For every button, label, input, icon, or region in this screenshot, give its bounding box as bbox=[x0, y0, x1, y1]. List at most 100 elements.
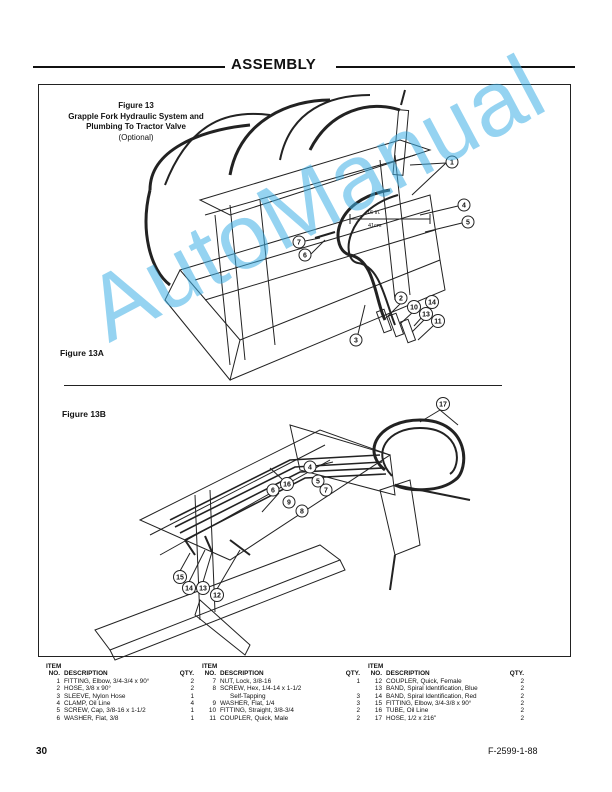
part-description: FITTING, Elbow, 3/4-3/8 x 90° bbox=[386, 699, 472, 707]
callout-17: 17 bbox=[419, 397, 459, 426]
part-quantity: 1 bbox=[190, 692, 194, 700]
callout-13: 13 bbox=[411, 307, 433, 333]
callout-14b-text: 14 bbox=[185, 586, 193, 593]
part-description: SCREW, Cap, 3/8-16 x 1-1/2 bbox=[64, 707, 146, 715]
callout-14-text: 14 bbox=[428, 300, 436, 307]
part-number: 5 bbox=[56, 707, 60, 715]
callout-3-text: 3 bbox=[354, 338, 358, 345]
part-description: BAND, Spiral Identification, Red bbox=[386, 692, 477, 700]
callout-6b: 6 bbox=[261, 483, 280, 513]
part-description: WASHER, Flat, 1/4 bbox=[220, 699, 275, 707]
callout-15: 15 bbox=[173, 552, 191, 584]
part-description: HOSE, 1/2 x 216" bbox=[386, 714, 437, 722]
description-header: DESCRIPTION bbox=[220, 670, 264, 678]
callout-13-text: 13 bbox=[422, 312, 430, 319]
parts-row: 14 BAND, Spiral Identification, Red 2 bbox=[368, 693, 524, 700]
parts-row: 9 WASHER, Flat, 1/4 3 bbox=[202, 700, 360, 707]
part-number: 4 bbox=[56, 699, 60, 707]
part-number: 13 bbox=[374, 685, 382, 693]
callout-12: 12 bbox=[210, 549, 241, 602]
callout-14b: 14 bbox=[182, 549, 206, 595]
callout-5b-text: 5 bbox=[316, 479, 320, 486]
part-number: 11 bbox=[209, 714, 216, 722]
parts-row: 17 HOSE, 1/2 x 216" 2 bbox=[368, 715, 524, 722]
no-header: NO. bbox=[48, 670, 60, 678]
part-number: 2 bbox=[56, 685, 60, 693]
callout-16: 16 bbox=[269, 467, 294, 491]
part-number: 8 bbox=[212, 685, 216, 693]
callout-13b: 13 bbox=[196, 551, 213, 595]
callout-9b: 9 bbox=[282, 495, 296, 509]
callout-13b-text: 13 bbox=[199, 586, 207, 593]
part-description: TUBE, Oil Line bbox=[386, 707, 429, 715]
callout-7b: 7 bbox=[319, 483, 333, 497]
callout-1: 1 bbox=[409, 155, 459, 196]
part-description: COUPLER, Quick, Female bbox=[386, 677, 462, 685]
callout-3: 3 bbox=[349, 304, 366, 347]
grapple-fork-bucket bbox=[144, 89, 446, 382]
callout-5: 5 bbox=[424, 215, 475, 233]
dimension-inches: 16 in. bbox=[367, 210, 381, 216]
part-number: 6 bbox=[56, 714, 60, 722]
part-number: 17 bbox=[374, 714, 382, 722]
document-code: F-2599-1-88 bbox=[488, 746, 538, 756]
part-quantity: 3 bbox=[356, 692, 360, 700]
callout-7b-text: 7 bbox=[324, 488, 328, 495]
part-description: FITTING, Elbow, 3/4-3/4 x 90° bbox=[64, 677, 150, 685]
callout-10: 10 bbox=[399, 300, 421, 325]
part-quantity: 2 bbox=[520, 714, 524, 722]
callout-8b: 8 bbox=[295, 504, 309, 518]
qty-header: QTY. bbox=[179, 670, 194, 678]
part-quantity: 2 bbox=[520, 692, 524, 700]
part-quantity: 3 bbox=[356, 699, 360, 707]
part-quantity: 2 bbox=[520, 685, 524, 693]
callout-16-text: 16 bbox=[283, 482, 291, 489]
no-header: NO. bbox=[370, 670, 382, 678]
callout-1-text: 1 bbox=[450, 160, 454, 167]
callout-4b-text: 4 bbox=[308, 465, 312, 472]
part-description: NUT, Lock, 3/8-16 bbox=[220, 677, 272, 685]
part-number: 1 bbox=[56, 677, 60, 685]
callout-17-text: 17 bbox=[439, 402, 447, 409]
figure-number: Figure 13 bbox=[118, 101, 154, 110]
part-description: FITTING, Straight, 3/8-3/4 bbox=[220, 707, 294, 715]
part-number: 9 bbox=[212, 699, 216, 707]
part-number: 3 bbox=[56, 692, 60, 700]
callout-6-text: 6 bbox=[303, 253, 307, 260]
figure-frame bbox=[38, 84, 571, 657]
part-description: COUPLER, Quick, Male bbox=[220, 714, 289, 722]
part-quantity: 2 bbox=[356, 707, 360, 715]
part-description: BAND, Spiral Identification, Blue bbox=[386, 685, 478, 693]
figure-title-line2: Plumbing To Tractor Valve bbox=[86, 122, 186, 131]
description-header: DESCRIPTION bbox=[386, 670, 430, 678]
callout-4b: 4 bbox=[303, 460, 334, 474]
loader-frame bbox=[94, 418, 471, 661]
figure-title-line1: Grapple Fork Hydraulic System and bbox=[68, 111, 204, 121]
part-number: 14 bbox=[374, 692, 382, 700]
part-quantity: 1 bbox=[190, 714, 194, 722]
figure-13b-callouts: 17 4 5 16 7 6 9 8 bbox=[173, 397, 459, 602]
callout-11: 11 bbox=[417, 314, 445, 341]
part-quantity: 2 bbox=[190, 685, 194, 693]
section-title: ASSEMBLY bbox=[231, 56, 317, 73]
callout-11-text: 11 bbox=[434, 319, 442, 326]
callout-4-text: 4 bbox=[462, 203, 466, 210]
figure-13a-callouts: 1 4 5 7 6 2 10 bbox=[292, 155, 475, 347]
callout-8b-text: 8 bbox=[300, 509, 304, 516]
figure-divider bbox=[64, 385, 502, 387]
callout-15-text: 15 bbox=[176, 575, 184, 582]
figure-13a-label: Figure 13A bbox=[60, 348, 104, 358]
